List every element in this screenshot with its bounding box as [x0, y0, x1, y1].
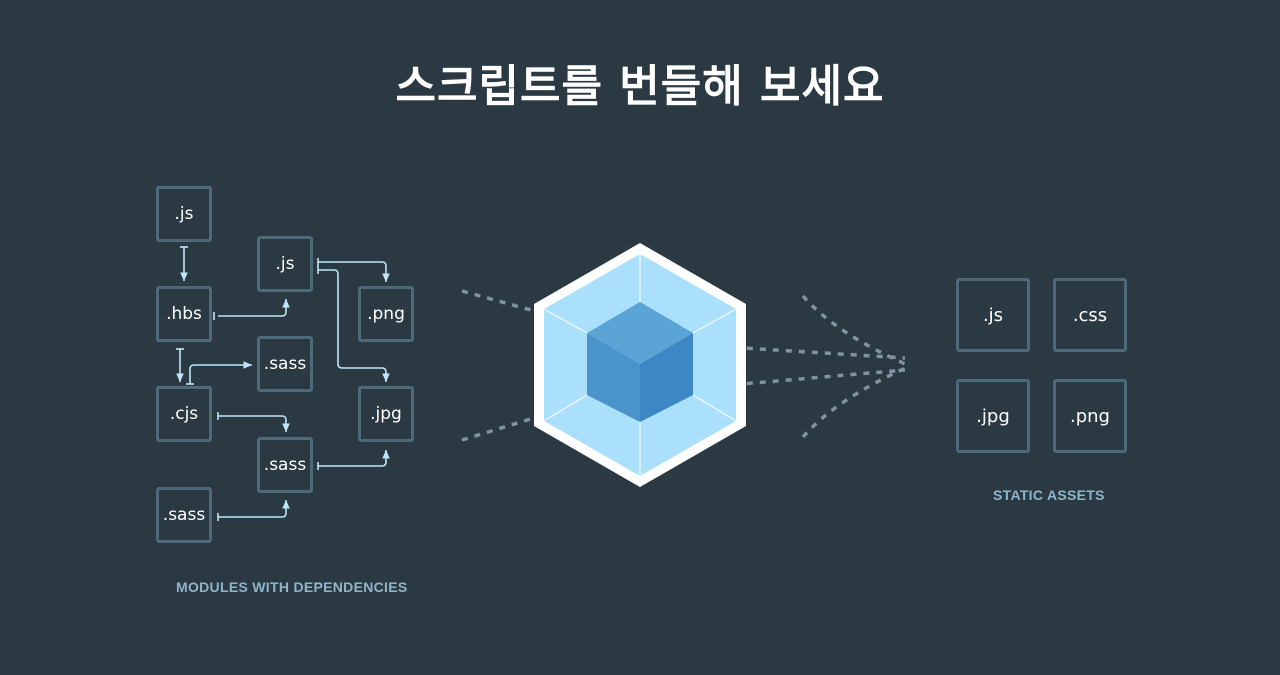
module-cjs: .cjs: [156, 386, 212, 442]
page-title: 스크립트를 번들해 보세요: [395, 61, 885, 112]
asset-js: .js: [956, 278, 1030, 352]
module-js: .js: [257, 236, 313, 292]
arrow-js-to-jpg: [318, 269, 390, 382]
arrow-tails: [176, 246, 319, 521]
module-js-top: .js: [156, 186, 212, 242]
module-sass-bottom: .sass: [156, 487, 212, 543]
assets-caption: STATIC ASSETS: [993, 487, 1105, 503]
arrow-cjs-to-sass-mid: [218, 415, 290, 432]
module-sass-mid: .sass: [257, 437, 313, 493]
asset-css: .css: [1053, 278, 1127, 352]
arrow-cjs-to-sass: [189, 361, 252, 384]
asset-png: .png: [1053, 379, 1127, 453]
arrow-js-to-png: [318, 261, 390, 282]
asset-jpg: .jpg: [956, 379, 1030, 453]
bundler-cube-icon: [534, 243, 746, 487]
module-hbs: .hbs: [156, 286, 212, 342]
module-sass-top: .sass: [257, 336, 313, 392]
incoming-dots: [461, 289, 561, 442]
outgoing-dots: [694, 294, 911, 439]
arrow-sass-to-jpg: [318, 450, 390, 467]
dependency-arrows: [176, 247, 390, 518]
module-png: .png: [358, 286, 414, 342]
arrow-sass-to-sass-mid: [218, 500, 290, 518]
module-jpg: .jpg: [358, 386, 414, 442]
modules-caption: MODULES WITH DEPENDENCIES: [176, 579, 408, 595]
arrow-hbs-to-js: [218, 299, 290, 317]
